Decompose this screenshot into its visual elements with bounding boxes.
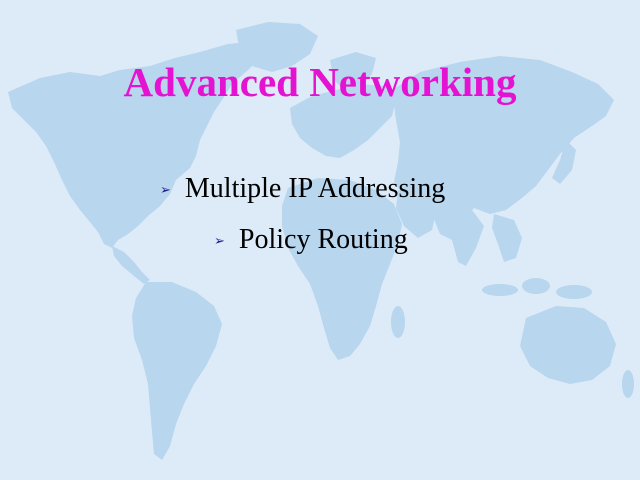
japan-shape (552, 140, 576, 184)
bullet-text: Policy Routing (238, 224, 408, 255)
scandinavia-shape (330, 52, 376, 90)
arabia-shape (396, 190, 436, 238)
new-zealand-shape (622, 370, 634, 398)
greenland-shape (236, 22, 318, 72)
arrowhead-bullet-icon: ➢ (160, 183, 171, 198)
southeast-asia-shape (492, 214, 522, 262)
north-america-shape (8, 42, 262, 248)
bullet-item: ➢ Policy Routing (214, 223, 408, 257)
central-america-shape (112, 246, 150, 284)
slide-title: Advanced Networking (123, 59, 517, 105)
europe-shape (290, 84, 396, 158)
arrowhead-bullet-icon: ➢ (214, 234, 225, 249)
madagascar-shape (391, 306, 405, 338)
india-shape (446, 206, 484, 266)
africa-shape (282, 178, 402, 360)
bullet-text: Multiple IP Addressing (184, 173, 446, 204)
bullet-item: ➢ Multiple IP Addressing (160, 172, 445, 206)
indonesia-shape-2 (522, 278, 550, 294)
new-guinea-shape (556, 285, 592, 299)
south-america-shape (132, 282, 222, 460)
australia-shape (520, 306, 616, 384)
asia-shape (392, 56, 614, 240)
indonesia-shape-1 (482, 284, 518, 296)
